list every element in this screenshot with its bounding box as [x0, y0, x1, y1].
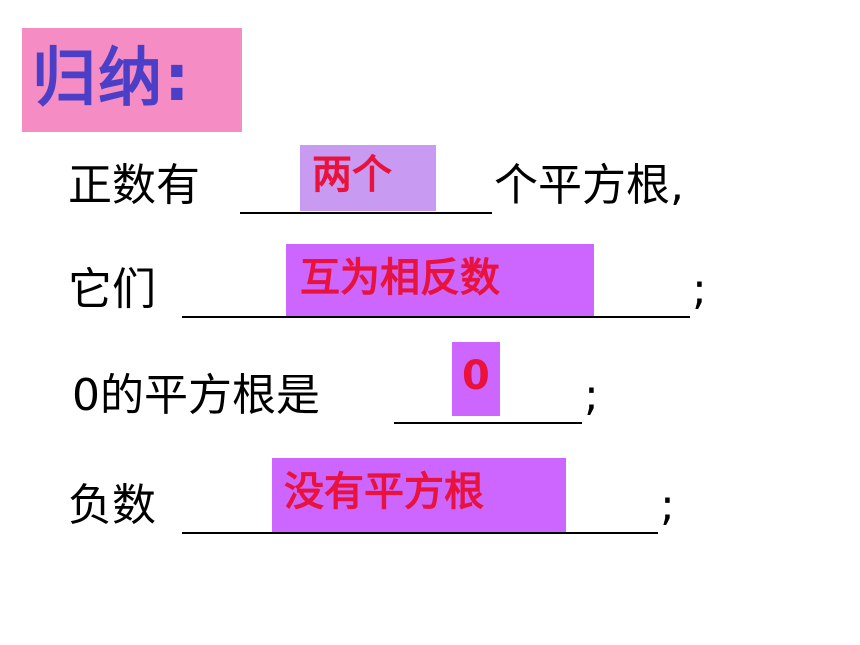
statement-line-1: 正数有 两个 个平方根, [0, 145, 860, 230]
line-4-prefix: 负数 [68, 480, 156, 531]
line-2-prefix: 它们 [68, 264, 156, 315]
line-1-prefix: 正数有 [68, 160, 200, 211]
line-2-blank [182, 316, 690, 318]
line-3-blank [394, 422, 582, 424]
line-3-suffix: ; [584, 370, 599, 421]
page-title: 归纳: [32, 42, 192, 116]
line-4-suffix: ; [660, 480, 675, 531]
statement-line-4: 负数 没有平方根 ; [0, 458, 860, 550]
line-4-blank [182, 532, 658, 534]
line-1-answer: 两个 [300, 145, 436, 211]
line-2-answer: 互为相反数 [286, 244, 594, 316]
line-1-blank [240, 212, 492, 214]
title-highlight [22, 28, 242, 132]
line-3-answer: 0 [452, 342, 500, 416]
line-2-suffix: ; [692, 264, 707, 315]
statement-line-2: 它们 互为相反数 ; [0, 244, 860, 338]
line-1-suffix: 个平方根, [494, 160, 684, 211]
line-3-prefix: 0的平方根是 [72, 370, 320, 421]
line-4-answer: 没有平方根 [272, 458, 566, 532]
statement-line-3: 0的平方根是 0 ; [0, 342, 860, 440]
